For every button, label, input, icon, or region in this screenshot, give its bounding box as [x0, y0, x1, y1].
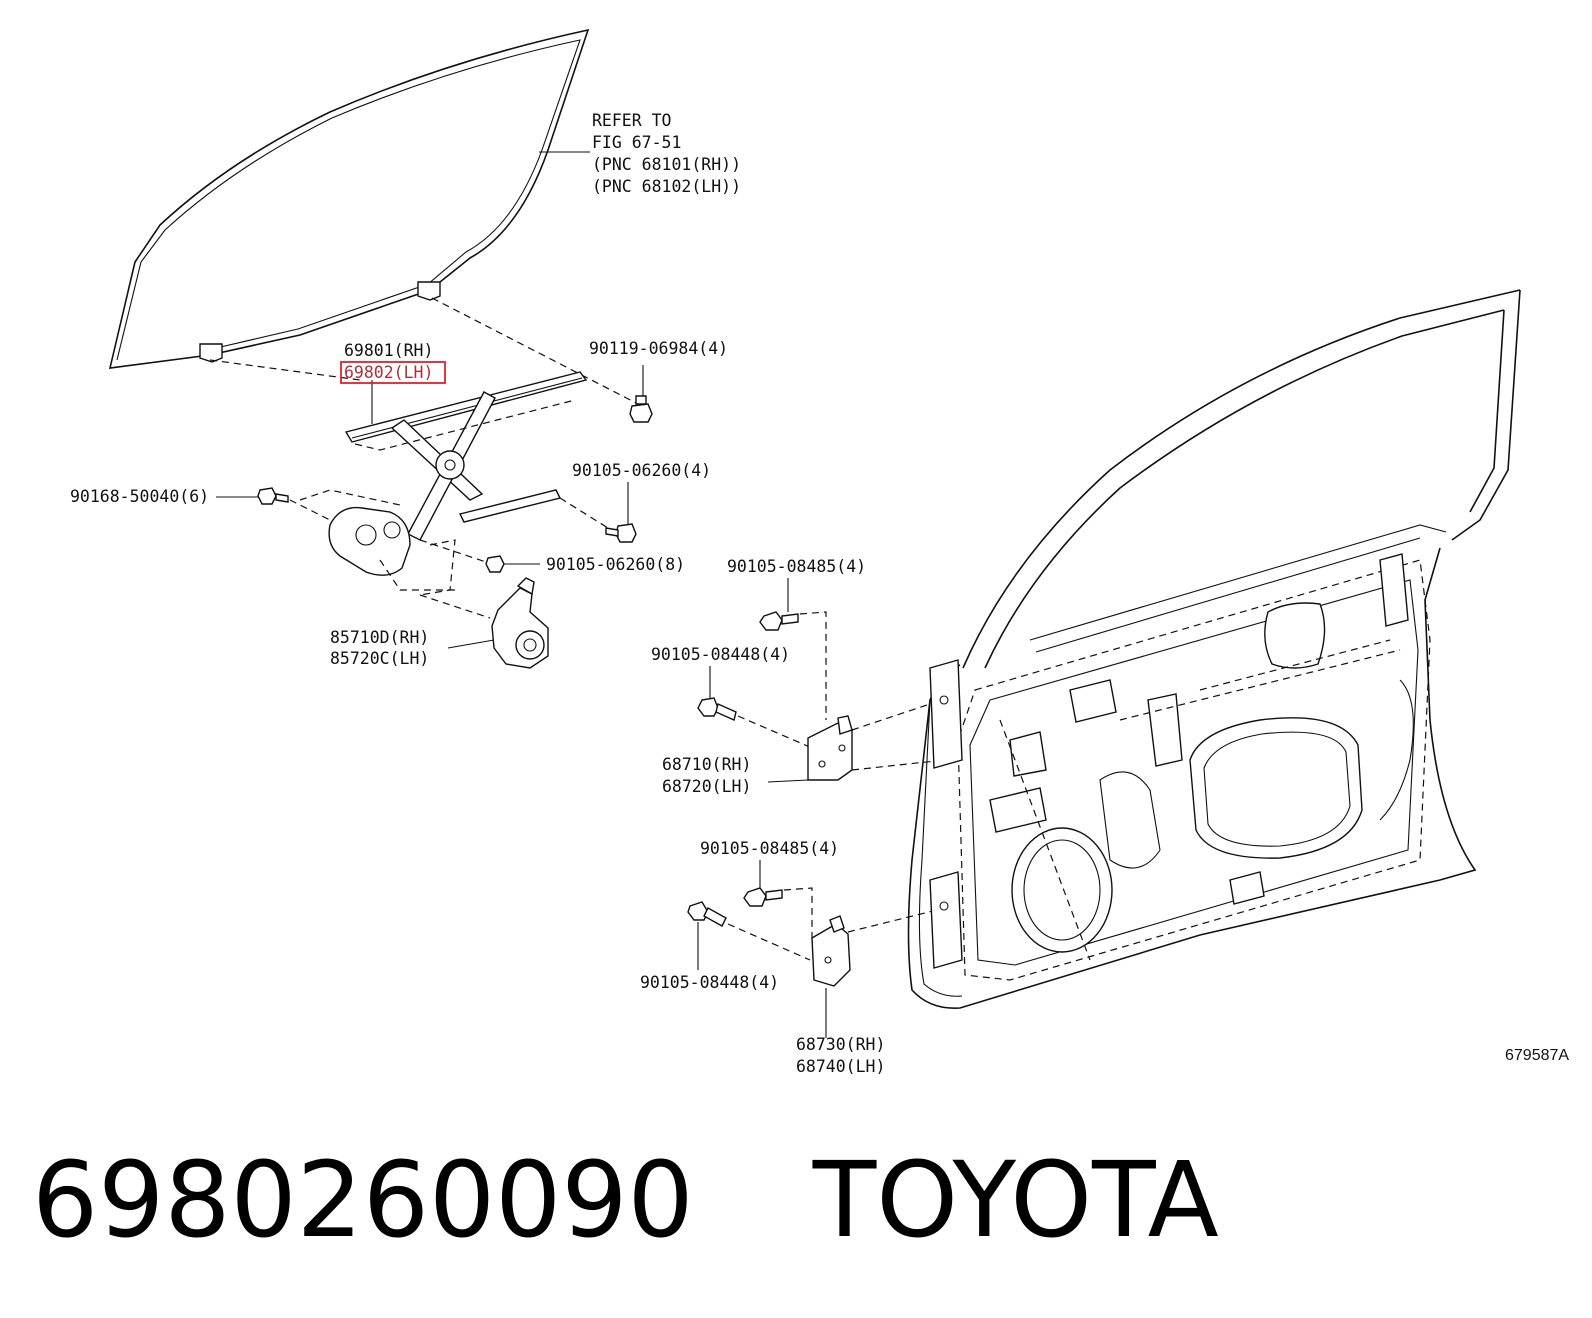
label-upper-hinge-rh: 68710(RH) [662, 755, 751, 774]
label-bolt-lower-hinge-door: 90105-08448(4) [640, 973, 779, 992]
label-motor-rh: 85710D(RH) [330, 628, 429, 647]
label-regulator-lh: 69802(LH) [344, 363, 433, 382]
reference-note-line-1: REFER TO [592, 111, 671, 130]
parts-diagram: REFER TO FIG 67-51 (PNC 68101(RH)) (PNC … [70, 28, 1569, 1076]
door-glass [108, 28, 590, 369]
label-bolt-regulator-lower: 90105-06260(8) [546, 555, 685, 574]
bolt-regulator-upper: 90105-06260(4) [559, 461, 711, 543]
reference-note-line-3: (PNC 68101(RH)) [592, 155, 741, 174]
label-bolt-regulator-upper: 90105-06260(4) [572, 461, 711, 480]
brand-name: TOYOTA [812, 1139, 1219, 1261]
door-panel [907, 289, 1521, 1009]
label-lower-hinge-lh: 68740(LH) [796, 1057, 885, 1076]
upper-hinge-group: 90105-08485(4) 90105-08448(4) 68710(RH) … [651, 557, 946, 796]
lower-hinge-group: 90105-08485(4) 90105-08448(4) 68730(RH) … [640, 839, 946, 1076]
bolt-regulator-lower: 90105-06260(8) [419, 539, 685, 574]
label-bolt-motor: 90168-50040(6) [70, 487, 209, 506]
label-upper-hinge-lh: 68720(LH) [662, 777, 751, 796]
bolt-glass: 90119-06984(4) [589, 339, 728, 423]
footer: 6980260090 TOYOTA [32, 1140, 1572, 1260]
bolt-motor: 90168-50040(6) [70, 487, 331, 521]
label-bolt-upper-hinge-door: 90105-08448(4) [651, 645, 790, 664]
callout-regulator: 69801(RH) 69802(LH) [340, 341, 446, 384]
label-motor-lh: 85720C(LH) [330, 649, 429, 668]
highlight-box [340, 361, 446, 384]
reference-note: REFER TO FIG 67-51 (PNC 68101(RH)) (PNC … [592, 111, 741, 196]
reference-note-line-4: (PNC 68102(LH)) [592, 177, 741, 196]
figure-id: 679587A [1505, 1047, 1569, 1064]
part-number: 6980260090 [32, 1139, 694, 1261]
label-bolt-upper-hinge-body: 90105-08485(4) [727, 557, 866, 576]
label-bolt-glass: 90119-06984(4) [589, 339, 728, 358]
label-bolt-lower-hinge-body: 90105-08485(4) [700, 839, 839, 858]
reference-note-line-2: FIG 67-51 [592, 133, 681, 152]
window-regulator [299, 371, 588, 596]
label-lower-hinge-rh: 68730(RH) [796, 1035, 885, 1054]
window-motor: 85710D(RH) 85720C(LH) [330, 577, 549, 669]
label-regulator-rh: 69801(RH) [344, 341, 433, 360]
